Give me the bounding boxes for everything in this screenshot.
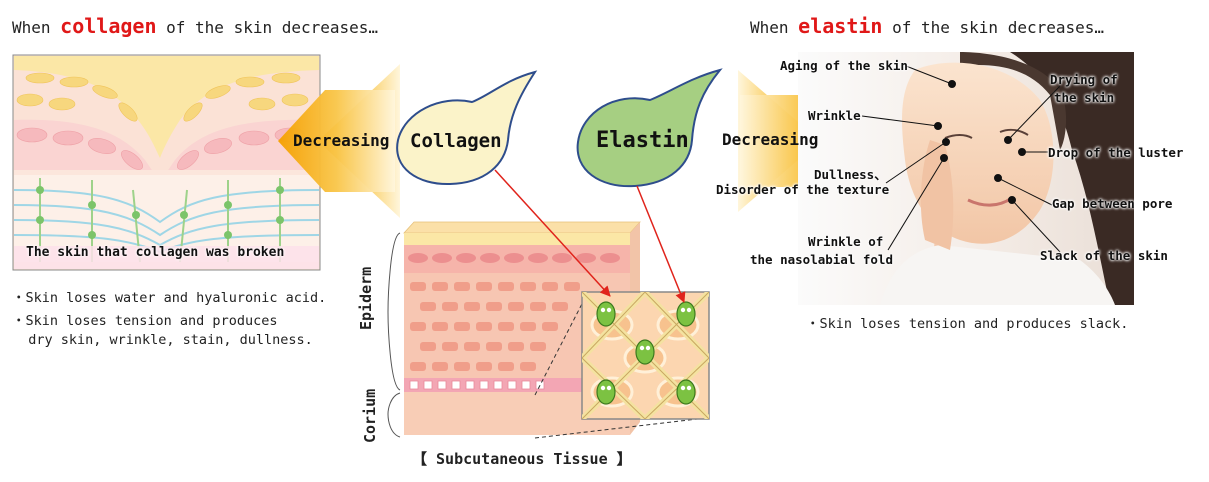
elastin-title: When elastin of the skin decreases… <box>750 14 1105 38</box>
collagen-title: When collagen of the skin decreases… <box>12 14 379 38</box>
label-drying-1: Drying of <box>1050 72 1118 87</box>
collagen-note-1: ・Skin loses water and hyaluronic acid. <box>12 290 327 306</box>
label-wrinkle: Wrinkle <box>808 108 861 123</box>
elastin-pointer-line <box>636 185 686 303</box>
epiderm-bracket <box>387 232 401 391</box>
subcutaneous-caption: 【 Subcutaneous Tissue 】 <box>412 450 632 468</box>
broken-collagen-skin-illustration <box>12 54 321 271</box>
label-nasolabial-1: Wrinkle of <box>808 234 884 249</box>
elastin-drop-label: Elastin <box>596 128 689 153</box>
label-luster: Drop of the luster <box>1048 145 1184 160</box>
epiderm-label: Epiderm <box>357 266 375 330</box>
label-drying-2: the skin <box>1054 90 1115 105</box>
collagen-image-caption: The skin that collagen was broken <box>26 245 285 260</box>
label-pore: Gap between pore <box>1052 196 1173 211</box>
collagen-drop <box>396 70 538 186</box>
elastin-drop <box>576 68 723 188</box>
collagen-note-3: dry skin, wrinkle, stain, dullness. <box>12 332 313 348</box>
corium-label: Corium <box>361 388 379 443</box>
collagen-pointer-line <box>494 169 611 297</box>
elastin-title-highlight: elastin <box>798 14 883 38</box>
label-dullness-2: Disorder of the texture <box>716 182 890 197</box>
elastin-note: ・Skin loses tension and produces slack. <box>806 316 1129 332</box>
corium-bracket <box>387 392 401 438</box>
skin-cross-section <box>403 221 641 435</box>
collagen-title-highlight: collagen <box>60 14 157 38</box>
collagen-note-2: ・Skin loses tension and produces <box>12 313 278 329</box>
fiber-network-zoom <box>581 291 710 420</box>
label-slack: Slack of the skin <box>1040 248 1168 263</box>
decreasing-label-right: Decreasing <box>722 130 819 149</box>
collagen-drop-label: Collagen <box>410 130 502 152</box>
decreasing-label-left: Decreasing <box>293 131 390 150</box>
label-nasolabial-2: the nasolabial fold <box>750 252 893 267</box>
label-aging: Aging of the skin <box>780 58 908 73</box>
face-label-pointers <box>861 65 1061 253</box>
label-dullness-1: Dullness、 <box>814 167 887 182</box>
